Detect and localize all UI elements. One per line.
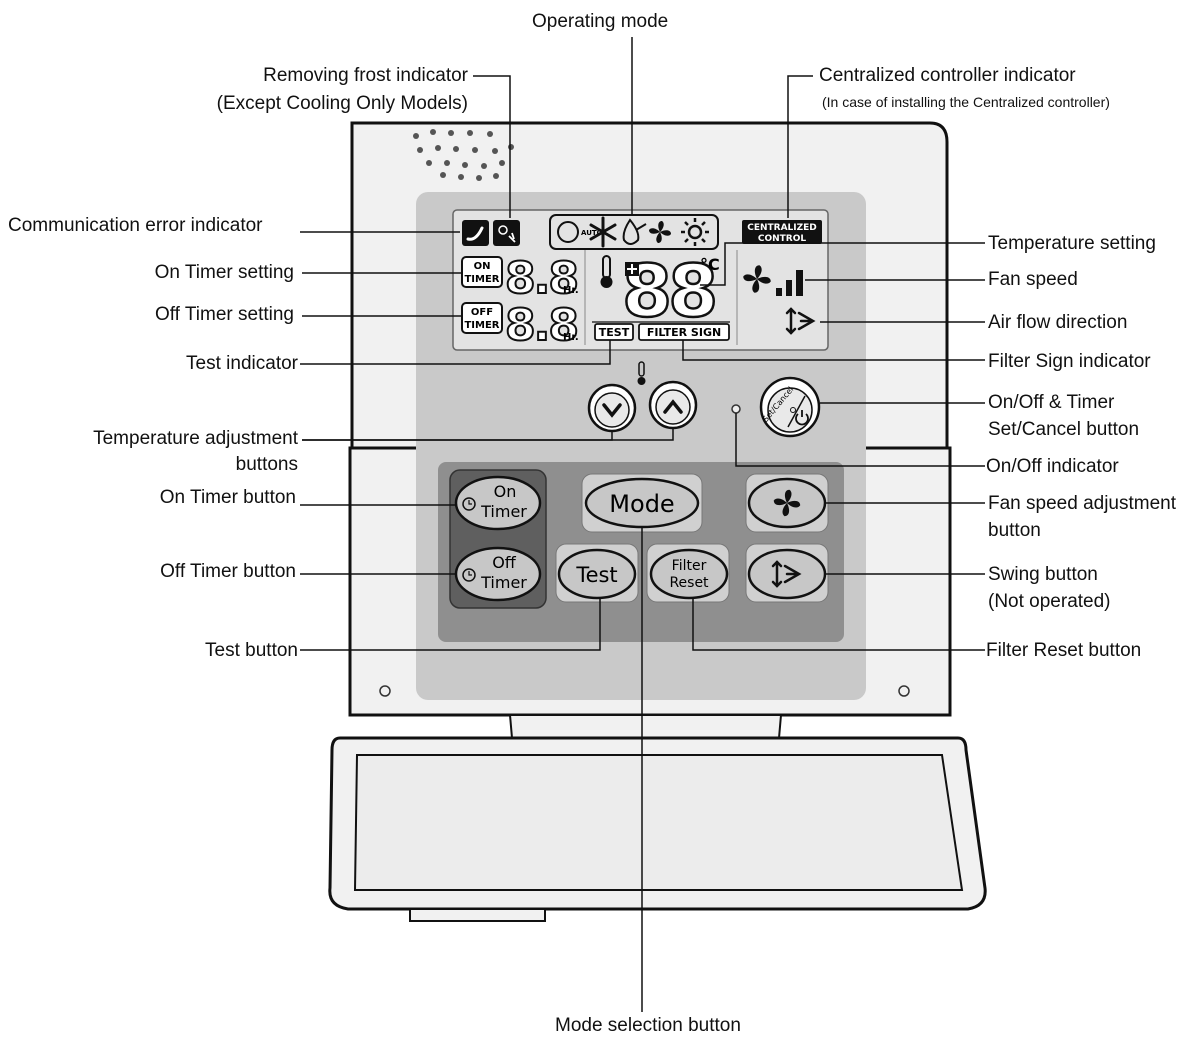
label-removing-frost: Removing frost indicator — [263, 65, 468, 86]
test-button[interactable]: Test — [555, 543, 639, 603]
off-timer-button-label-1: Off — [492, 553, 517, 572]
lcd-display — [452, 209, 829, 351]
label-temperature-adjustment: Temperature adjustment — [93, 428, 298, 449]
test-indicator: TEST — [594, 323, 634, 341]
label-swing-button: Swing button — [988, 564, 1098, 585]
label-onoff-timer-2: Set/Cancel button — [988, 419, 1140, 440]
filter-reset-button[interactable]: Filter Reset — [646, 543, 730, 603]
label-operating-mode: Operating mode — [532, 11, 669, 32]
temperature-down-button[interactable] — [587, 383, 637, 433]
heat-mode-icon — [681, 218, 709, 246]
off-timer-badge-2: TIMER — [464, 320, 499, 331]
fan-speed-indicator — [743, 265, 803, 296]
thermometer-icon — [600, 255, 613, 288]
label-temperature-setting: Temperature setting — [988, 233, 1156, 254]
label-communication-error: Communication error indicator — [8, 215, 263, 236]
label-on-timer-button: On Timer button — [159, 487, 296, 508]
on-timer-hr: Hr. — [563, 285, 579, 296]
label-mode-selection-button: Mode selection button — [555, 1015, 741, 1036]
label-on-timer-setting: On Timer setting — [154, 262, 294, 283]
on-timer-digits: 8.8 — [505, 253, 577, 304]
label-onoff-indicator: On/Off indicator — [986, 456, 1119, 477]
fan-speed-adjust-button[interactable] — [745, 473, 829, 533]
swing-icon — [771, 560, 802, 588]
label-test-button: Test button — [205, 640, 298, 661]
filter-sign-text: FILTER SIGN — [647, 326, 721, 339]
on-timer-button-label-1: On — [494, 482, 517, 501]
on-timer-button-label-2: Timer — [480, 502, 527, 521]
off-timer-hr: Hr. — [563, 332, 579, 343]
off-timer-badge-1: OFF — [471, 307, 493, 318]
off-timer-digits: 8.8 — [505, 300, 577, 351]
comm-error-icon — [462, 220, 489, 246]
label-fan-speed-adjustment-2: button — [988, 520, 1041, 541]
removing-frost-icon — [493, 220, 520, 246]
label-off-timer-setting: Off Timer setting — [154, 304, 294, 325]
label-onoff-timer: On/Off & Timer — [988, 392, 1115, 413]
centralized-control-indicator: CENTRALIZED CONTROL — [742, 220, 822, 244]
label-swing-button-note: (Not operated) — [988, 591, 1111, 612]
on-timer-badge-1: ON — [474, 261, 491, 272]
label-filter-reset-button: Filter Reset button — [986, 640, 1142, 661]
temperature-unit: °C — [700, 255, 720, 274]
speaker-grille — [413, 129, 514, 181]
label-test-indicator: Test indicator — [186, 353, 298, 374]
label-removing-frost-note: (Except Cooling Only Models) — [216, 93, 468, 114]
air-flow-direction-icon — [785, 307, 816, 335]
filter-sign-indicator: FILTER SIGN — [638, 323, 730, 341]
mode-button-label: Mode — [609, 490, 674, 518]
leader-lines — [300, 37, 985, 1012]
on-timer-badge-2: TIMER — [464, 274, 499, 285]
off-timer-button[interactable]: Off Timer — [454, 546, 542, 602]
clock-icon — [462, 497, 476, 511]
on-timer-button[interactable]: On Timer — [454, 475, 542, 531]
mode-button[interactable]: Mode — [581, 473, 703, 533]
swing-button[interactable] — [745, 543, 829, 603]
thermo-small-icon — [637, 361, 646, 385]
label-fan-speed-adjustment: Fan speed adjustment — [988, 493, 1177, 514]
centralized-text-1: CENTRALIZED — [747, 223, 817, 233]
label-temperature-adjustment-2: buttons — [235, 454, 298, 475]
filter-reset-label-1: Filter — [672, 558, 707, 574]
label-filter-sign-indicator: Filter Sign indicator — [988, 351, 1151, 372]
off-timer-button-label-2: Timer — [480, 573, 527, 592]
power-icon — [795, 410, 809, 426]
filter-reset-label-2: Reset — [669, 575, 709, 591]
centralized-text-2: CONTROL — [758, 234, 807, 244]
test-button-label: Test — [575, 563, 617, 587]
label-centralized-controller: Centralized controller indicator — [819, 65, 1076, 86]
temperature-display: 88 °C — [600, 248, 720, 334]
label-centralized-controller-note: (In case of installing the Centralized c… — [822, 94, 1110, 110]
label-fan-speed: Fan speed — [988, 269, 1078, 290]
on-timer-setting: ON TIMER 8.8 Hr. — [461, 252, 580, 305]
clock-icon — [462, 568, 476, 582]
off-timer-setting: OFF TIMER 8.8 Hr. — [461, 299, 580, 352]
operating-mode-icons: AUTO — [549, 214, 719, 250]
test-indicator-text: TEST — [599, 326, 630, 339]
onoff-indicator-led — [731, 404, 741, 414]
label-off-timer-button: Off Timer button — [160, 561, 296, 582]
auto-mode-label: AUTO — [581, 229, 603, 237]
cool-mode-icon — [589, 216, 617, 248]
onoff-setcancel-button[interactable]: Set/Cancel — [759, 376, 821, 438]
temperature-up-button[interactable] — [648, 380, 698, 430]
front-cover — [328, 714, 987, 922]
label-air-flow-direction: Air flow direction — [988, 312, 1128, 333]
dry-mode-icon — [622, 218, 647, 245]
